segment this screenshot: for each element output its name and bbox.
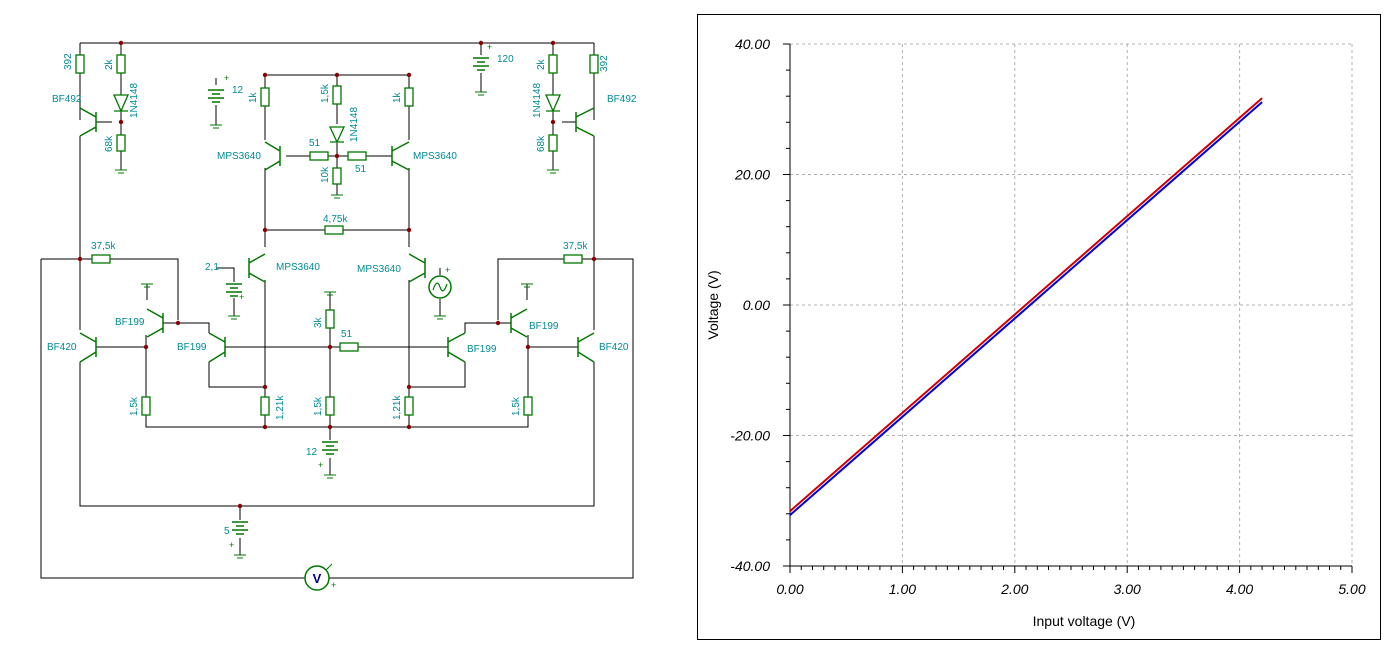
x-tick-label: 2.00	[1000, 581, 1028, 597]
x-tick-label: 4.00	[1226, 581, 1253, 597]
chart-axes	[783, 43, 1353, 573]
label-r121k-right: 1,21k	[392, 395, 403, 420]
meter-label: V	[313, 571, 322, 586]
y-axis-label: Voltage (V)	[705, 270, 721, 339]
y-tick-label: 20.00	[734, 167, 770, 183]
label-v5: 5	[224, 526, 230, 537]
label-r10k: 10k	[320, 166, 331, 183]
batteries	[208, 57, 489, 535]
label-bf420-right: BF420	[599, 342, 629, 353]
x-tick-label: 0.00	[776, 581, 803, 597]
label-r51-left: 51	[309, 138, 321, 149]
circuit-schematic: V + + + + + + + 392 2k 1N4148 BF492 68k 392 2…	[40, 40, 637, 591]
label-bf199-tr: BF199	[529, 321, 559, 332]
svg-text:+: +	[239, 292, 244, 302]
label-r475k: 4,75k	[323, 214, 348, 225]
wires	[40, 42, 634, 579]
label-v12-top: 12	[232, 85, 244, 96]
label-q-left: BF492	[52, 94, 82, 105]
voltmeter: V	[304, 563, 333, 591]
label-mps-tl: MPS3640	[217, 151, 261, 162]
y-tick-label: -40.00	[730, 558, 770, 574]
resistors	[75, 54, 599, 416]
label-r15k-mid: 1,5k	[313, 396, 324, 416]
label-r3k: 3k	[313, 316, 324, 328]
svg-text:+: +	[229, 540, 234, 550]
y-tick-label: 0.00	[743, 297, 770, 313]
label-d-left: 1N4148	[129, 83, 140, 118]
label-r121k-left: 1,21k	[275, 395, 286, 420]
label-r2k-right: 2k	[536, 58, 547, 70]
svg-text:+: +	[487, 42, 492, 52]
x-axis-label: Input voltage (V)	[1033, 613, 1136, 629]
chart-series	[789, 97, 1263, 516]
label-r392-left: 392	[63, 53, 74, 70]
component-labels: 392 2k 1N4148 BF492 68k 392 2k 1N4148 BF…	[47, 53, 637, 537]
label-v21: 2,1	[205, 262, 219, 273]
label-r375k-right: 37,5k	[563, 241, 588, 252]
label-v12-bottom: 12	[306, 447, 318, 458]
svg-text:+: +	[331, 580, 336, 590]
chart-panel: 0.00 1.00 2.00 3.00 4.00 5.00 40.00 20.00 0.00 -2…	[697, 14, 1381, 640]
series-line-2	[789, 101, 1263, 516]
label-r15k-top: 1,5k	[320, 83, 331, 103]
label-r51-right: 51	[355, 164, 367, 175]
transistors	[79, 107, 595, 363]
label-bf199-ml: BF199	[177, 342, 207, 353]
grounds	[115, 91, 559, 559]
label-mps-ml: MPS3640	[276, 262, 320, 273]
label-r2k-left: 2k	[104, 58, 115, 70]
x-tick-label: 1.00	[889, 581, 916, 597]
label-r375k-left: 37,5k	[91, 241, 116, 252]
x-tick-label: 3.00	[1114, 581, 1141, 597]
label-r68k-right: 68k	[536, 135, 547, 152]
series-line-1	[789, 97, 1263, 512]
label-r1k-left: 1k	[248, 91, 259, 103]
x-tick-label: 5.00	[1338, 581, 1365, 597]
label-mps-mr: MPS3640	[357, 264, 401, 275]
label-d-mid: 1N4148	[349, 107, 360, 142]
svg-text:+: +	[224, 73, 229, 83]
label-r1k-right: 1k	[392, 91, 403, 103]
svg-text:+: +	[318, 460, 323, 470]
label-mps-tr: MPS3640	[413, 151, 457, 162]
label-r68k-left: 68k	[104, 135, 115, 152]
label-r51-mid: 51	[341, 329, 353, 340]
label-d-right: 1N4148	[532, 83, 543, 118]
chart-grid	[790, 43, 1353, 566]
label-v120: 120	[497, 54, 514, 65]
junction-dots	[77, 40, 597, 509]
svg-text:+: +	[445, 265, 450, 275]
label-r15k-left: 1,5k	[129, 396, 140, 416]
label-bf199-tl: BF199	[115, 317, 145, 328]
label-r15k-right: 1,5k	[511, 396, 522, 416]
label-bf420-left: BF420	[47, 342, 77, 353]
y-tick-label: -20.00	[730, 428, 770, 444]
label-q-right: BF492	[607, 94, 637, 105]
label-bf199-mr: BF199	[467, 344, 497, 355]
y-tick-label: 40.00	[735, 36, 770, 52]
polarity-marks: + + + + + + +	[224, 42, 492, 590]
label-r392-right: 392	[599, 55, 610, 72]
diodes	[113, 94, 561, 144]
chart-tick-labels: 0.00 1.00 2.00 3.00 4.00 5.00 40.00 20.00 0.00 -2…	[730, 36, 1366, 597]
voltage-chart: 0.00 1.00 2.00 3.00 4.00 5.00 40.00 20.00 0.00 -2…	[705, 36, 1366, 629]
